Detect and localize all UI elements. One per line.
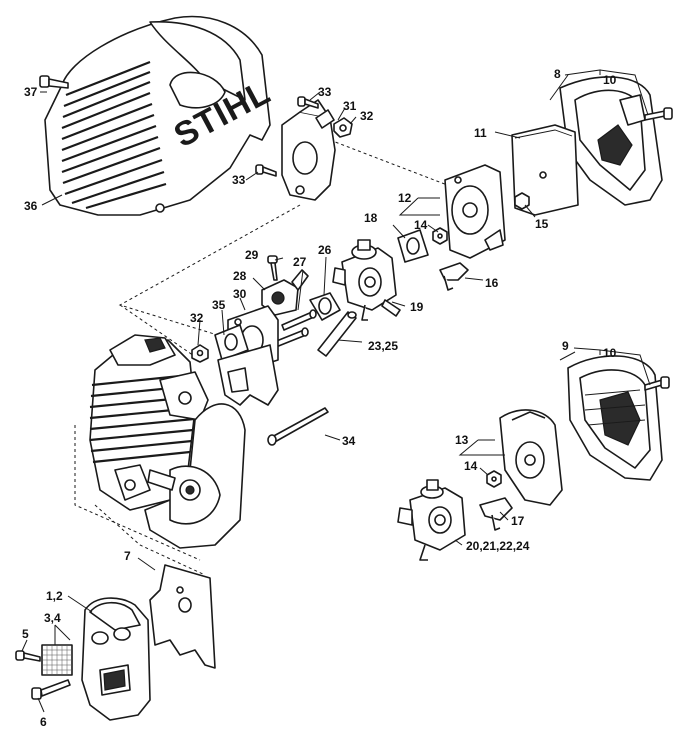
- bolt-part-27: [273, 309, 317, 348]
- callout-8: 8: [554, 67, 561, 81]
- screw-part-29: [267, 255, 278, 281]
- pump-part-28: [261, 269, 309, 316]
- callout-34: 34: [342, 434, 356, 448]
- carburetor-variant: [397, 479, 466, 561]
- callout-28: 28: [233, 269, 247, 283]
- callout-20-21-22-24: 20,21,22,24: [466, 539, 530, 553]
- bolt-part-34: [267, 407, 329, 446]
- callout-26: 26: [318, 243, 332, 257]
- screw-part-33-side: [255, 164, 277, 177]
- filter-cover-variant: [567, 355, 663, 481]
- callout-37: 37: [24, 85, 38, 99]
- filter-base: [444, 164, 506, 259]
- callout-19: 19: [410, 300, 424, 314]
- callout-7: 7: [124, 549, 131, 563]
- gasket-part-35: [214, 324, 249, 361]
- callout-11: 11: [474, 126, 487, 140]
- muffler: [81, 597, 151, 721]
- callout-13: 13: [455, 433, 469, 447]
- callout-14-top: 14: [414, 218, 428, 232]
- callout-5: 5: [22, 627, 29, 641]
- intake-bracket: [281, 99, 336, 201]
- screw-part-6: [31, 679, 71, 700]
- choke-lever-16: [439, 262, 469, 291]
- fan-housing: [144, 403, 246, 549]
- nut-part-32-top: [333, 117, 353, 138]
- callout-3-4: 3,4: [44, 611, 61, 625]
- callout-12: 12: [398, 191, 412, 205]
- screw-part-37: [39, 75, 69, 89]
- filter-base-variant: [499, 409, 563, 506]
- callout-27: 27: [293, 255, 307, 269]
- air-filter: [511, 124, 579, 216]
- callout-33-top: 33: [318, 85, 332, 99]
- callout-leader-lines: [21, 69, 651, 713]
- spark-screen-3-4: [41, 644, 73, 676]
- callout-32-top: 32: [360, 109, 374, 123]
- callout-15: 15: [535, 217, 549, 231]
- callout-32-low: 32: [190, 311, 204, 325]
- callout-30: 30: [233, 287, 247, 301]
- callout-29: 29: [245, 248, 259, 262]
- carburetor-19: [332, 239, 401, 321]
- nut-part-14-top: [432, 227, 448, 245]
- heat-shield-7: [149, 564, 216, 669]
- callout-10-top: 10: [603, 73, 617, 87]
- callout-18: 18: [364, 211, 378, 225]
- gasket-part-18: [397, 229, 429, 263]
- callout-1-2: 1,2: [46, 589, 63, 603]
- screw-part-10-low: [644, 376, 670, 391]
- callout-16: 16: [485, 276, 499, 290]
- callout-35: 35: [212, 298, 226, 312]
- callout-33-side: 33: [232, 173, 246, 187]
- screw-part-10-top: [644, 107, 673, 121]
- assembly-dashed-lines: [74, 139, 456, 576]
- gasket-part-26: [309, 292, 341, 321]
- callout-31: 31: [343, 99, 357, 113]
- fuel-hose-23-25: [317, 311, 357, 357]
- callout-10-low: 10: [603, 346, 617, 360]
- screw-part-33-top: [297, 96, 319, 109]
- nut-part-32-low: [191, 344, 209, 363]
- choke-lever-17: [479, 497, 513, 531]
- baffle-plate: [217, 344, 279, 406]
- callout-6: 6: [40, 715, 47, 729]
- callout-36: 36: [24, 199, 38, 213]
- engine-hood: STIHL: [44, 15, 277, 216]
- callout-9: 9: [562, 339, 569, 353]
- screw-part-5: [15, 650, 41, 662]
- callout-14-low: 14: [464, 459, 478, 473]
- nut-part-14-low: [486, 470, 502, 488]
- callout-23-25: 23,25: [368, 339, 398, 353]
- callout-17: 17: [511, 514, 525, 528]
- callout-labels: 37 36 33 33 31 32 8 10 11 12 14 15 18 16…: [22, 67, 617, 729]
- filter-cover: [559, 76, 663, 206]
- engine-block: [89, 334, 209, 511]
- hood-cooling-grille: [61, 60, 167, 210]
